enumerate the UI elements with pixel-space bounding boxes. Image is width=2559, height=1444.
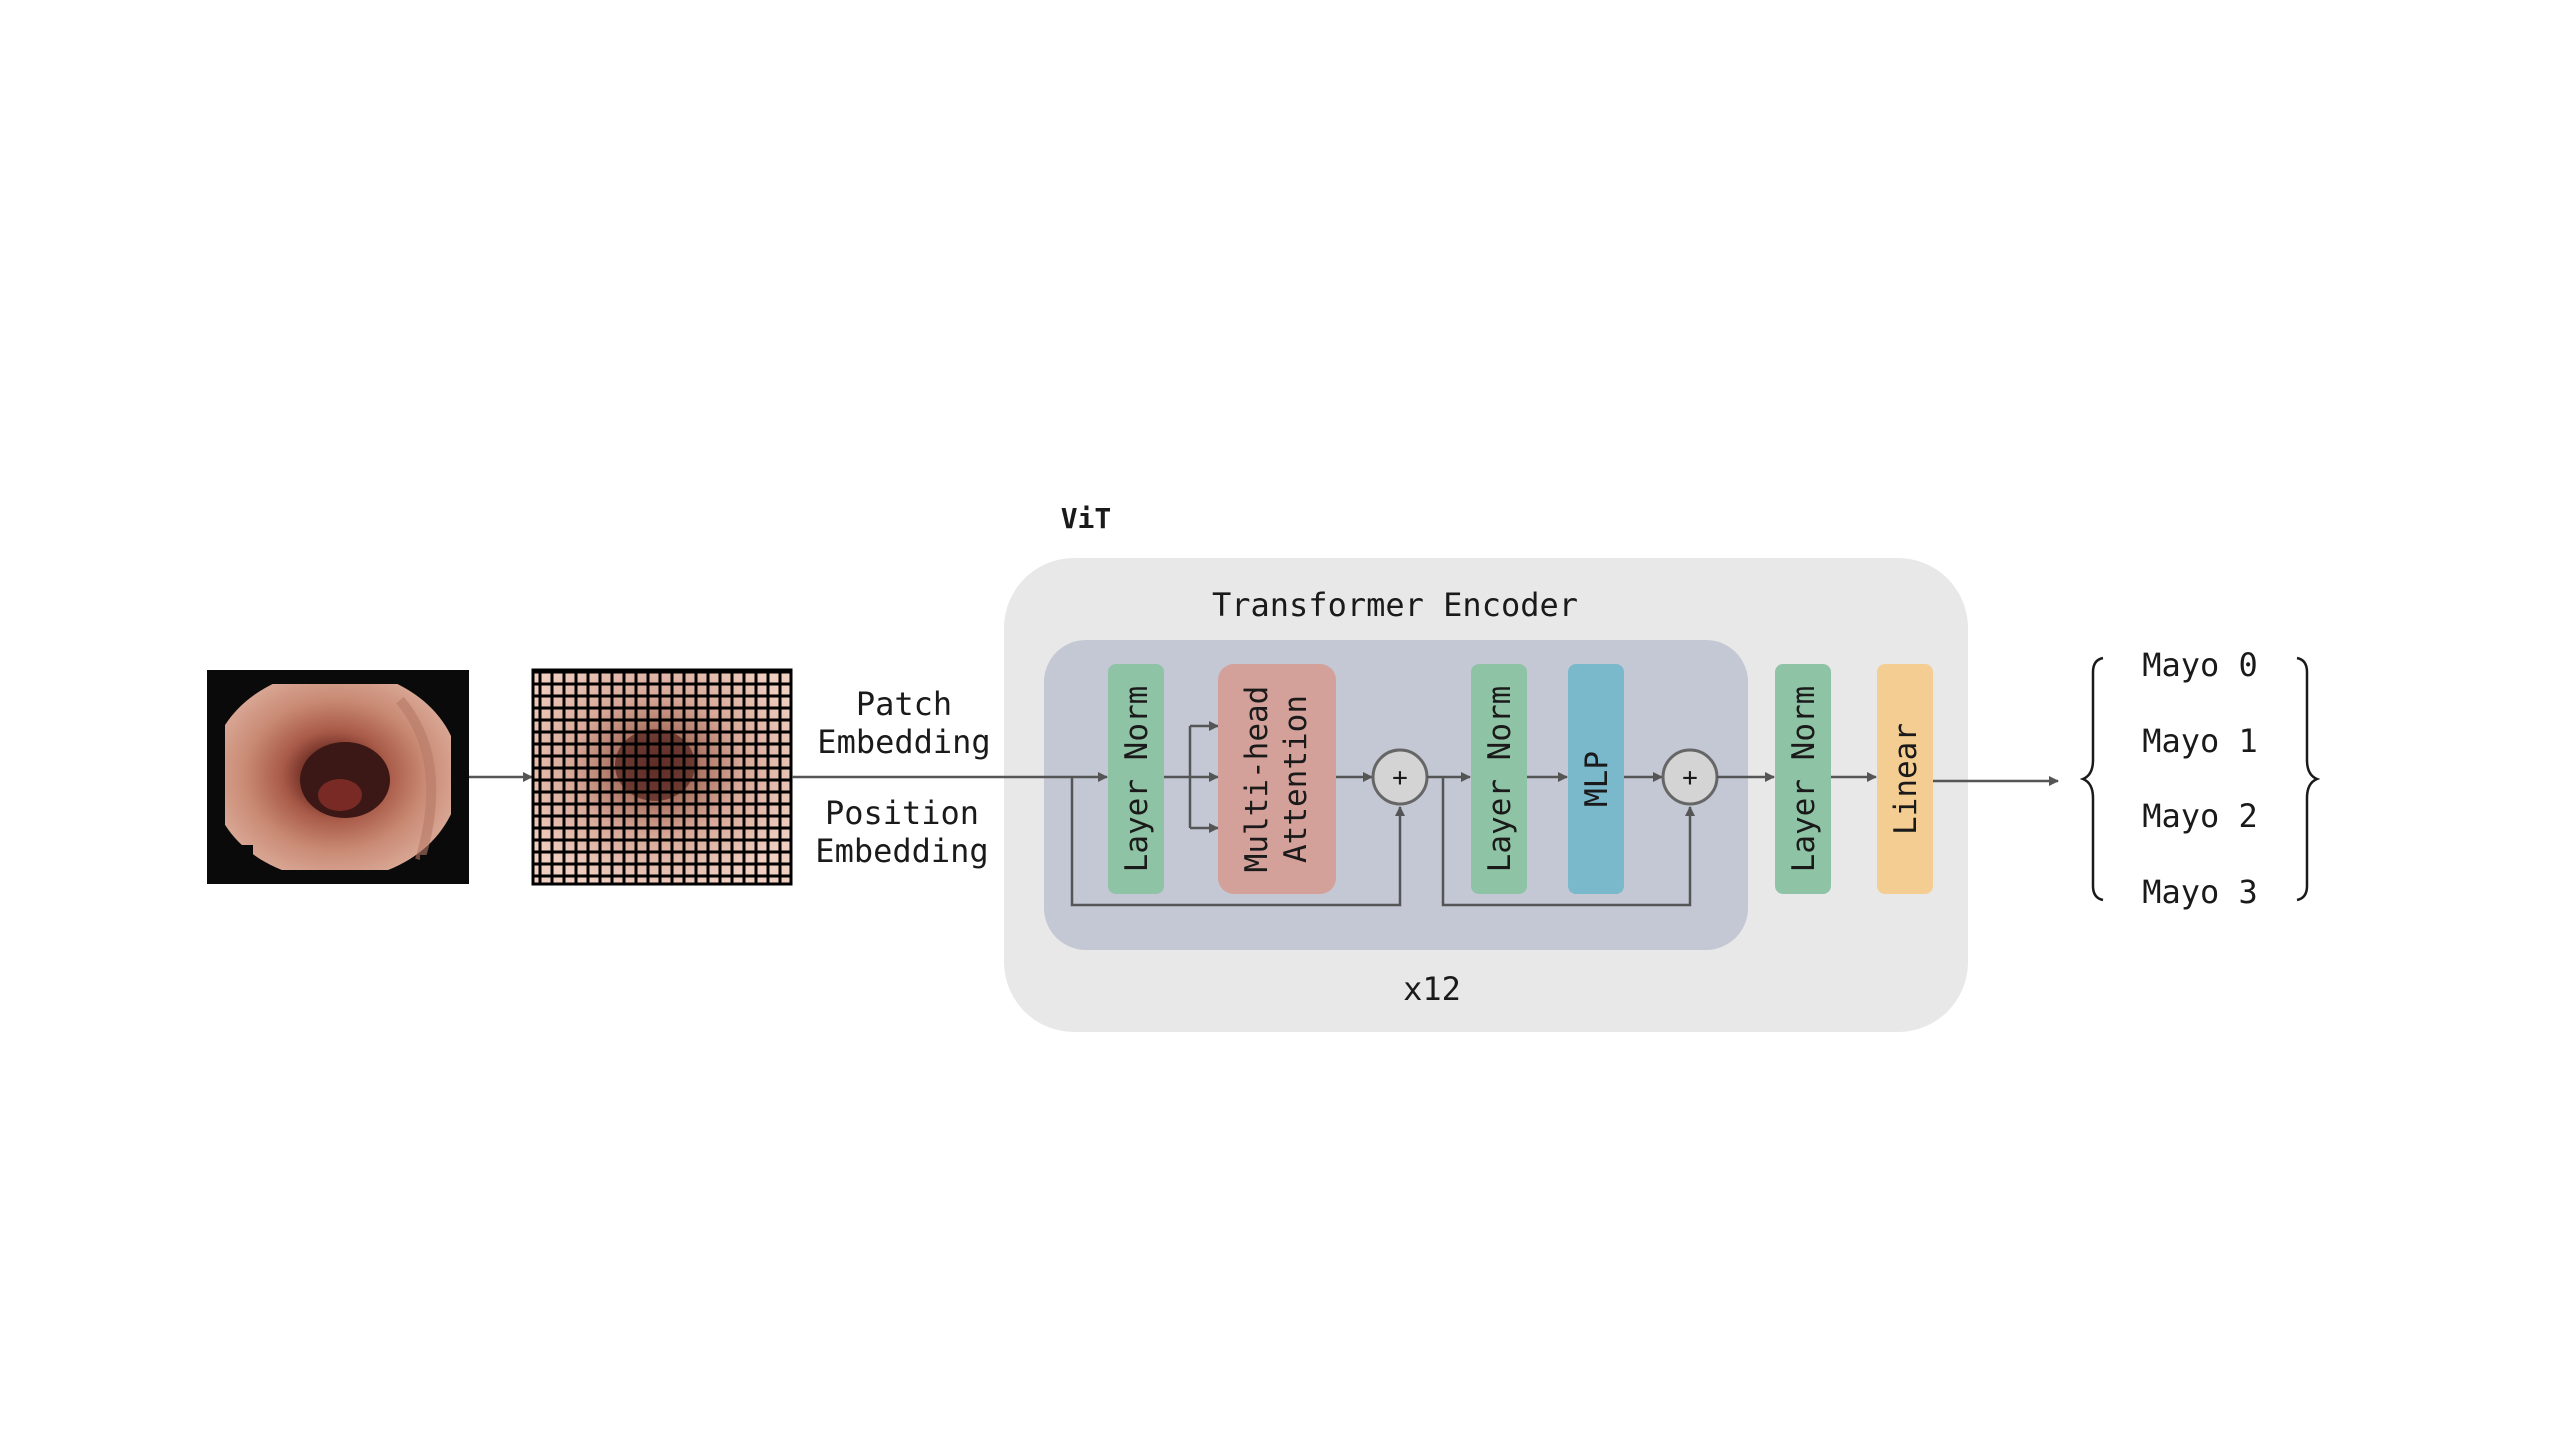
- add-node-2-symbol: +: [1682, 763, 1698, 793]
- mlp-block: [1568, 664, 1624, 894]
- output-class-mayo-3: Mayo 3: [2142, 873, 2258, 911]
- layer-norm-block-1: [1108, 664, 1164, 894]
- layer-norm-label-2: Layer Norm: [1482, 686, 1518, 873]
- residual-connection-1: [1070, 777, 1405, 907]
- attention-label-line2: Attention: [1278, 695, 1314, 863]
- output-right-brace: [2296, 656, 2321, 902]
- position-embedding-label-line1: Position: [825, 794, 979, 832]
- repeat-count-label: x12: [1403, 970, 1461, 1008]
- mlp-label: MLP: [1579, 751, 1615, 807]
- patchified-image: [531, 668, 793, 886]
- linear-label: Linear: [1888, 723, 1924, 835]
- residual-connection-2: [1441, 777, 1695, 907]
- transformer-encoder-label: Transformer Encoder: [1212, 586, 1578, 624]
- patch-embedding-label-line1: Patch: [856, 685, 952, 723]
- output-class-mayo-1: Mayo 1: [2142, 722, 2258, 760]
- layer-norm-label-1: Layer Norm: [1119, 686, 1155, 873]
- multi-head-attention-block: [1218, 664, 1336, 894]
- linear-block: [1877, 664, 1933, 894]
- vit-label: ViT: [1061, 502, 1112, 535]
- position-embedding-label-line2: Embedding: [815, 832, 988, 870]
- output-class-mayo-2: Mayo 2: [2142, 797, 2258, 835]
- attention-label-line1: Multi-head: [1239, 686, 1275, 873]
- patch-embedding-label-line2: Embedding: [817, 723, 990, 761]
- layer-norm-block-2: [1471, 664, 1527, 894]
- layer-norm-label-3: Layer Norm: [1786, 686, 1822, 873]
- input-endoscopy-image: [207, 670, 469, 884]
- output-left-brace: [2079, 656, 2104, 902]
- add-node-1-symbol: +: [1392, 763, 1408, 793]
- layer-norm-block-3: [1775, 664, 1831, 894]
- output-class-mayo-0: Mayo 0: [2142, 646, 2258, 684]
